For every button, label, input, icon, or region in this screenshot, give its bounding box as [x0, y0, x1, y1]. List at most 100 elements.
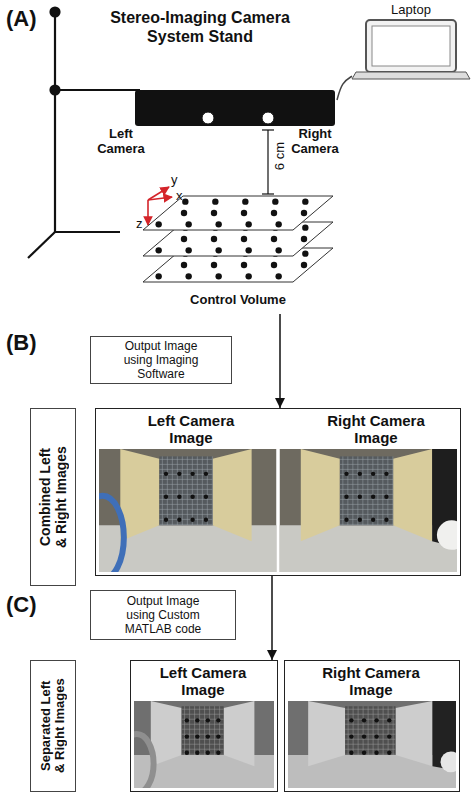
calibration-dot [241, 236, 247, 242]
photo-grid-line [182, 729, 224, 730]
photo-grid-line [159, 509, 212, 510]
node-text: Left Camera [95, 126, 147, 156]
photo-grid-line [159, 484, 212, 485]
dimension-label: 6 cm [272, 142, 287, 170]
photo-dot [387, 734, 391, 738]
rotated-label: Combined Left & Right Images [37, 414, 69, 580]
photo-dot [387, 751, 391, 755]
flow-arrow [271, 576, 273, 660]
image-panel-shape [96, 409, 460, 575]
photo-dot [177, 495, 181, 499]
photo-grid-line [340, 489, 393, 490]
panel-letter: (A) [6, 6, 37, 32]
laptop-icon: Laptop [352, 0, 470, 82]
photo-grid-line [345, 739, 395, 740]
calibration-dot [271, 210, 277, 216]
photo-grid-line [177, 456, 178, 525]
photo-dot [358, 518, 362, 522]
side-label-box: Separated Left & Right Images [30, 660, 76, 792]
photo-grid-line [159, 469, 212, 470]
photo-white-object [441, 751, 462, 772]
photo-tape-roll [81, 496, 124, 580]
photo-dot [216, 751, 220, 755]
camera-body [135, 90, 335, 126]
photo-grid-line [199, 706, 200, 755]
calibration-plane [143, 196, 333, 230]
photo-dot [362, 718, 366, 722]
calibration-dot [215, 247, 221, 253]
calibration-dot [271, 262, 277, 268]
photo-dot [195, 734, 199, 738]
photo-grid-line [342, 456, 343, 525]
photo-grid-line [159, 479, 212, 480]
calibration-dot [272, 198, 278, 204]
photo-grid-line [345, 744, 395, 745]
photo-dot [164, 518, 168, 522]
calibration-dot [211, 236, 217, 242]
axis-label: y [171, 172, 178, 187]
node-text: Left Camera Image [131, 412, 251, 446]
calibration-dot [301, 210, 307, 216]
photo-grid-line [162, 456, 163, 525]
photo-grid-line [340, 459, 393, 460]
camera-photo [81, 449, 276, 579]
photo-grid-line [345, 714, 395, 715]
calibration-dot [155, 247, 161, 253]
photo-dot [185, 734, 189, 738]
photo-dot [344, 518, 348, 522]
photo-dot [387, 718, 391, 722]
photo-grid-line [363, 706, 364, 755]
photo-dot [371, 495, 375, 499]
photo-grid-line [340, 509, 393, 510]
photo-grid-line [362, 456, 363, 525]
node-text: Right Camera Image [316, 412, 436, 446]
photo-dot [195, 751, 199, 755]
photo-dot [374, 751, 378, 755]
photo-grid-line [192, 456, 193, 525]
photo-grid-line [382, 456, 383, 525]
photo-white-object [437, 520, 467, 550]
calibration-dot [155, 221, 161, 227]
photo-grid-line [214, 706, 215, 755]
calibration-dot [212, 198, 218, 204]
photo-dot [349, 718, 353, 722]
photo-grid-line [167, 456, 168, 525]
photo-grid-line [392, 456, 393, 525]
photo-dot [371, 472, 375, 476]
calibration-dot [211, 262, 217, 268]
photo-grid-board [340, 456, 393, 525]
photo-grid-line [182, 739, 224, 740]
photo-grid-line [182, 456, 183, 525]
photo-grid-line [187, 456, 188, 525]
laptop-base [352, 72, 470, 79]
photo-grid-line [373, 706, 374, 755]
photo-dot [216, 718, 220, 722]
photo-grid-line [345, 734, 395, 735]
photo-grid-line [340, 469, 393, 470]
calibration-dot [181, 236, 187, 242]
camera-photo [280, 449, 467, 572]
photo-grid-line [209, 706, 210, 755]
photo-grid-line [383, 706, 384, 755]
photo-dot [374, 734, 378, 738]
photo-dot [384, 495, 388, 499]
laptop-screen [366, 20, 456, 72]
photo-grid-board [345, 706, 395, 755]
photo-grid-line [340, 479, 393, 480]
photo-grid-line [358, 706, 359, 755]
photo-grid-line [345, 709, 395, 710]
photo-dot [190, 495, 194, 499]
camera-photo [288, 701, 461, 788]
calibration-dot [155, 273, 161, 279]
calibration-dot [242, 198, 248, 204]
photo-dot [195, 718, 199, 722]
photo-grid-line [345, 724, 395, 725]
node-text: Control Volume [148, 292, 328, 308]
camera-stand [55, 231, 120, 233]
photo-grid-line [368, 706, 369, 755]
dimension-line [262, 193, 274, 194]
calibration-dot [182, 198, 188, 204]
photo-dot [177, 518, 181, 522]
photo-grid-line [159, 464, 212, 465]
photo-grid-line [357, 456, 358, 525]
